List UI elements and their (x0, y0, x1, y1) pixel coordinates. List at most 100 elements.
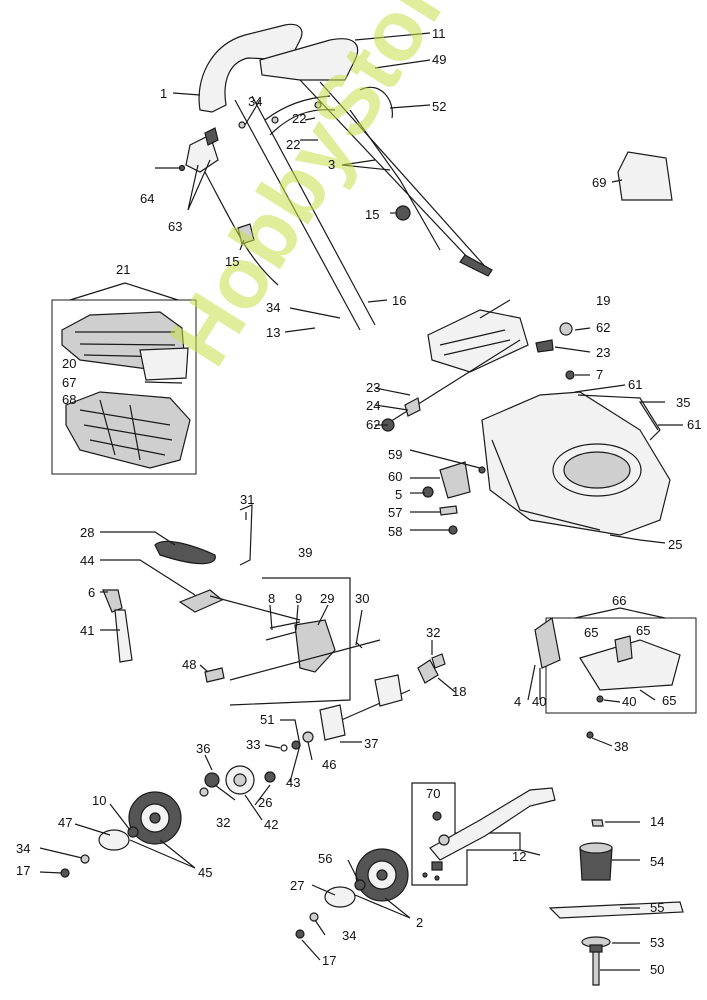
part-label: 34 (266, 300, 281, 315)
part-label: 42 (264, 817, 279, 832)
part-label: 23 (596, 345, 611, 360)
part-label: 35 (676, 395, 691, 410)
drive-lever-assembly (422, 787, 556, 881)
part-label: 27 (290, 878, 305, 893)
part-label: 65 (662, 693, 677, 708)
part-label: 61 (628, 377, 643, 392)
part-label: 34 (16, 841, 31, 856)
part-label: 1 (160, 86, 168, 101)
part-label: 11 (432, 26, 446, 41)
part-label: 55 (650, 900, 665, 915)
part-label: 18 (452, 684, 467, 699)
part-label: 69 (592, 175, 607, 190)
part-label: 36 (196, 741, 211, 756)
grass-bag-box (51, 299, 197, 475)
part-label: 8 (268, 591, 276, 606)
part-label: 63 (168, 219, 183, 234)
gearbox-callout-box (229, 577, 351, 706)
part-label: 65 (636, 623, 651, 638)
part-label: 39 (298, 545, 313, 560)
rear-wheel-gears (199, 765, 276, 797)
part-label: 62 (596, 320, 611, 335)
part-label: 17 (16, 863, 31, 878)
part-label: 15 (225, 254, 240, 269)
part-label: 48 (182, 657, 197, 672)
part-label: 44 (80, 553, 95, 568)
part-label: 54 (650, 854, 665, 869)
part-label: 17 (322, 953, 337, 968)
part-label: 22 (292, 111, 307, 126)
part-label: 67 (62, 375, 77, 390)
part-label: 60 (388, 469, 403, 484)
part-label: 6 (88, 585, 96, 600)
drive-components (102, 504, 446, 684)
part-label: 57 (388, 505, 403, 520)
part-label: 50 (650, 962, 665, 977)
part-label: 34 (342, 928, 357, 943)
grass-bag-flap-69 (617, 151, 673, 201)
part-label: 32 (216, 815, 231, 830)
part-label: 49 (432, 52, 447, 67)
rear-axle-assembly (381, 339, 521, 535)
grass-bag-assembly (61, 311, 191, 469)
part-label: 64 (140, 191, 155, 206)
part-label: 20 (62, 356, 77, 371)
part-label: 58 (388, 524, 403, 539)
part-label: 4 (514, 694, 522, 709)
handle-assembly (198, 23, 493, 331)
part-label: 15 (365, 207, 380, 222)
part-label: 59 (388, 447, 403, 462)
part-label: 51 (260, 712, 275, 727)
part-label: 33 (246, 737, 261, 752)
part-label: 40 (622, 694, 637, 709)
part-label: 26 (258, 795, 273, 810)
part-label: 3 (328, 157, 336, 172)
part-label: 62 (366, 417, 381, 432)
part-label: 34 (248, 94, 263, 109)
part-label: 24 (366, 398, 381, 413)
front-wheel (295, 848, 409, 939)
part-label: 12 (512, 849, 527, 864)
blade-assembly (548, 819, 684, 986)
part-label: 45 (198, 865, 213, 880)
part-label: 40 (532, 694, 547, 709)
front-axle-assembly (280, 674, 411, 752)
rear-flap-assembly (427, 309, 573, 373)
part-label: 25 (668, 537, 683, 552)
part-label: 5 (395, 487, 403, 502)
mower-deck (481, 370, 671, 536)
cable-assembly (178, 127, 279, 286)
blade-guard-assembly (534, 616, 681, 739)
part-label: 22 (286, 137, 301, 152)
part-label: 31 (240, 492, 255, 507)
part-label: 30 (355, 591, 370, 606)
part-label: 38 (614, 739, 629, 754)
part-label: 2 (416, 915, 424, 930)
part-label: 37 (364, 736, 379, 751)
part-label: 29 (320, 591, 335, 606)
part-label: 21 (116, 262, 131, 277)
part-label: 65 (584, 625, 599, 640)
part-label: 13 (266, 325, 281, 340)
part-label: 10 (92, 793, 107, 808)
part-label: 56 (318, 851, 333, 866)
rear-wheel (60, 791, 182, 878)
part-label: 23 (366, 380, 381, 395)
part-label: 32 (426, 625, 441, 640)
part-label: 46 (322, 757, 337, 772)
part-label: 19 (596, 293, 611, 308)
part-label: 70 (426, 786, 441, 801)
part-label: 52 (432, 99, 447, 114)
part-label: 14 (650, 814, 665, 829)
part-label: 66 (612, 593, 627, 608)
part-label: 68 (62, 392, 77, 407)
part-label: 47 (58, 815, 73, 830)
leader-lines (39, 32, 683, 971)
part-label: 53 (650, 935, 665, 950)
part-label: 28 (80, 525, 95, 540)
part-label: 7 (596, 367, 604, 382)
part-label: 41 (80, 623, 95, 638)
part-label: 9 (295, 591, 303, 606)
part-label: 61 (687, 417, 702, 432)
